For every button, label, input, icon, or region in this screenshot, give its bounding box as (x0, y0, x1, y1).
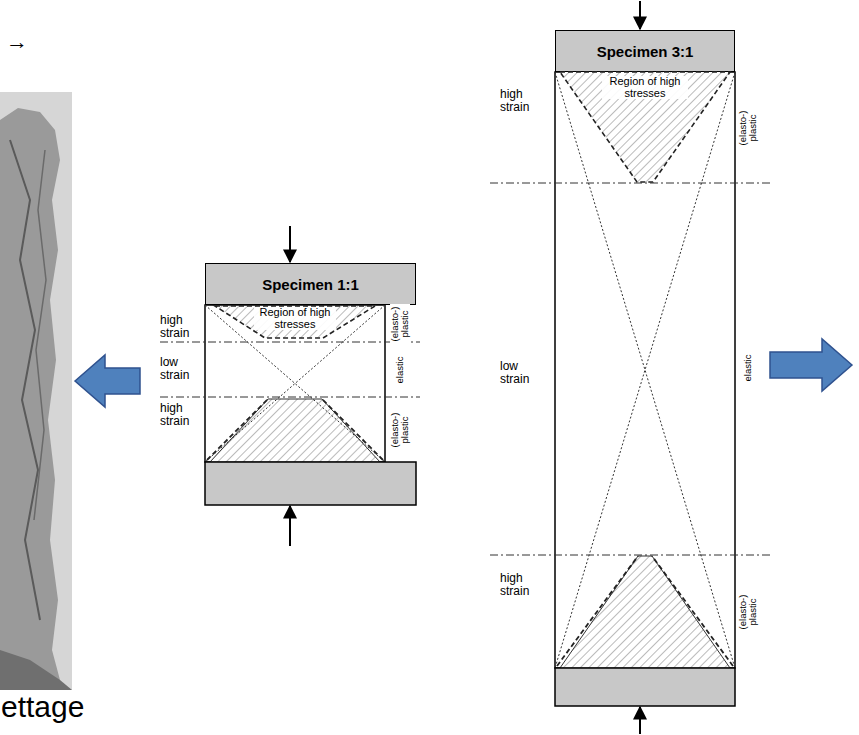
strain-zone: high strain (500, 88, 540, 114)
zone-behaviour: (elasto-) plastic (390, 410, 410, 450)
stress-region: Region of high stresses (560, 72, 730, 184)
specimen-title: Specimen 3:1 (597, 43, 694, 60)
photo-debris (0, 650, 72, 690)
block-arrow (770, 339, 852, 391)
zone-behaviour: elastic (395, 357, 405, 384)
strain-zone: high strain (500, 572, 540, 598)
load-arrow (289, 506, 291, 546)
strain-zone: high strain (160, 402, 200, 428)
zone-divider (490, 183, 770, 184)
specimen-3-1 (490, 1, 770, 734)
strain-zone: high strain (160, 314, 200, 340)
zone-behaviour: (elasto-) plastic (390, 304, 410, 344)
stress-region-outline (215, 306, 375, 338)
zone-behaviour: (elasto-) plastic (738, 592, 758, 632)
block-arrow (75, 355, 140, 407)
zone-divider (160, 342, 420, 343)
diagonal (555, 72, 735, 668)
zone-behaviour: elastic (743, 355, 753, 382)
photo-ground (0, 92, 72, 690)
region-label: Region of high stresses (254, 307, 336, 330)
photo-crack (10, 140, 40, 620)
photo-specimen (0, 108, 60, 685)
dashed-edge (652, 556, 733, 666)
dashed-edge (207, 399, 268, 460)
slide-text: ettage (1, 690, 84, 723)
load-plate (205, 462, 416, 505)
stress-region (560, 556, 730, 668)
stress-region: Region of high stresses (213, 306, 377, 340)
load-arrow (289, 226, 291, 262)
zone-divider (160, 397, 420, 398)
load-arrow (639, 707, 641, 734)
stress-region-fill (560, 72, 730, 182)
load-plate: Specimen 3:1 (555, 30, 735, 72)
photo-crack (34, 150, 46, 520)
stress-region-fill (215, 306, 375, 338)
specimen-1-1 (160, 226, 420, 546)
specimen-title: Specimen 1:1 (262, 276, 359, 293)
strain-zone: low strain (160, 356, 200, 382)
load-arrow (639, 1, 641, 29)
stress-region-outline (560, 72, 730, 182)
region-label: Region of high stresses (602, 76, 688, 99)
zone-divider (490, 555, 770, 556)
slide-text: → (6, 30, 28, 54)
load-plate: Specimen 1:1 (205, 263, 416, 305)
dashed-edge (557, 556, 638, 666)
load-plate (555, 668, 735, 706)
strain-zone: low strain (500, 360, 540, 386)
diagonal (205, 305, 385, 462)
diagonal (205, 305, 385, 462)
specimen-body (205, 305, 385, 462)
specimen-photo (0, 92, 72, 690)
specimen-body (555, 72, 735, 668)
dashed-edge (322, 399, 383, 460)
zone-behaviour: (elasto-) plastic (738, 108, 758, 148)
diagonal (555, 72, 735, 668)
stress-region (560, 556, 730, 668)
